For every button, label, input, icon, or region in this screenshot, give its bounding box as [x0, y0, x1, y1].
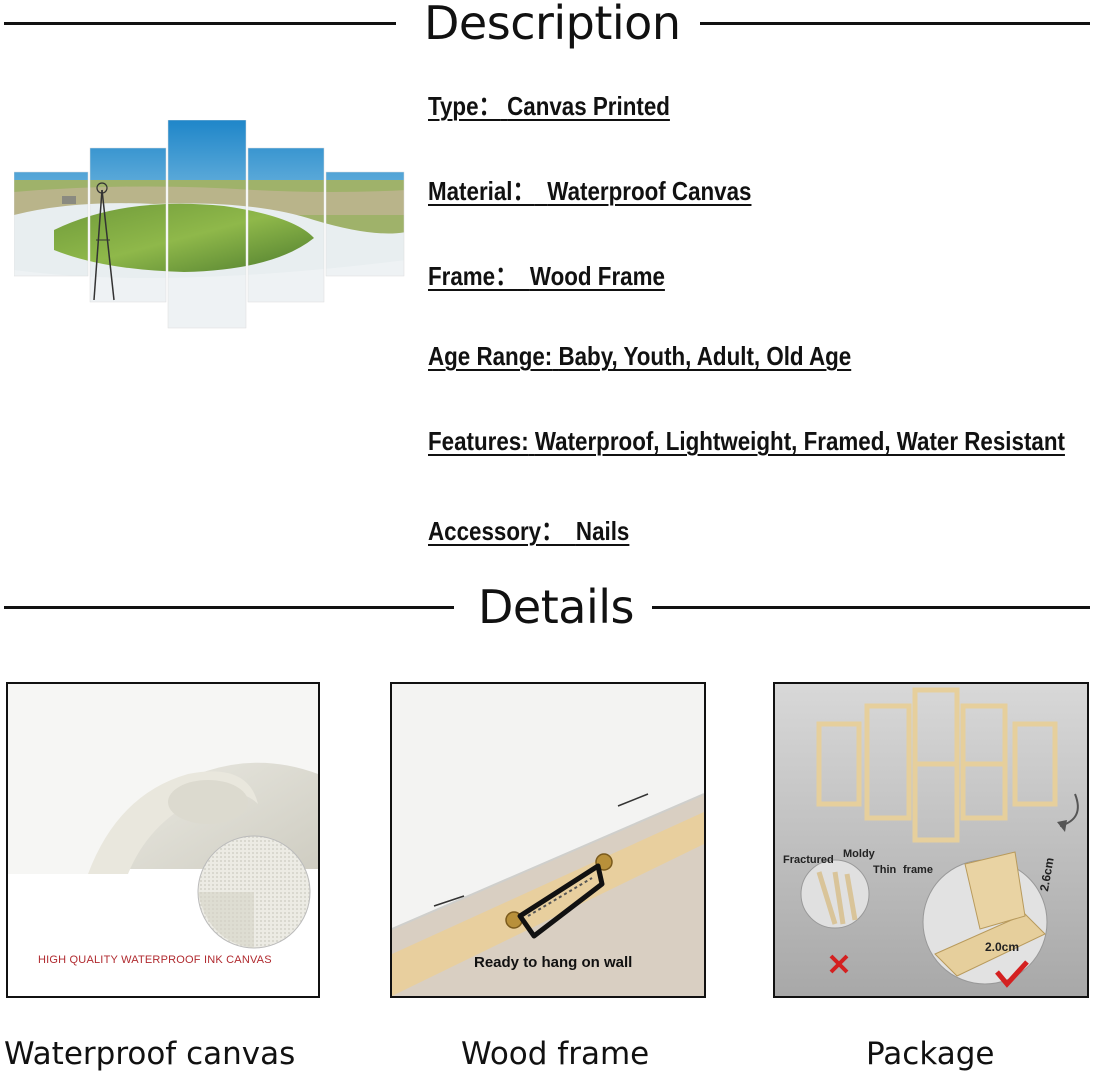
waterproof-canvas-overlay-text: HIGH QUALITY WATERPROOF INK CANVAS	[38, 954, 272, 966]
spec-accessory-value: Nails	[575, 516, 630, 546]
product-preview	[13, 119, 406, 330]
caption-wood-frame: Wood frame	[461, 1036, 650, 1072]
description-rule-right	[700, 22, 1090, 25]
package-label-thin: Thin	[873, 864, 897, 876]
package-label-fractured: Fractured	[783, 854, 834, 866]
details-rule-right	[652, 606, 1090, 609]
wood-frame-overlay-text: Ready to hang on wall	[474, 954, 633, 971]
spec-age-range: Age Range: Baby, Youth, Adult, Old Age	[428, 341, 851, 372]
sawtooth-hanger-icon	[505, 853, 613, 939]
spec-features: Features: Waterproof, Lightweight, Frame…	[428, 426, 1065, 457]
spec-age-range-label: Age Range:	[428, 341, 553, 371]
spec-material-value: Waterproof Canvas	[547, 176, 752, 206]
package-label-frame: frame	[903, 864, 933, 876]
package-dim-width: 2.0cm	[985, 940, 1020, 954]
spec-frame-label: Frame：	[428, 261, 518, 291]
spec-accessory: Accessory： Nails	[428, 511, 629, 548]
package-label-moldy: Moldy	[843, 848, 875, 860]
description-rule-left	[4, 22, 396, 25]
description-heading: Description	[424, 0, 681, 50]
spec-accessory-label: Accessory：	[428, 516, 564, 546]
frame-package-illustration	[775, 684, 1087, 996]
spec-type-label: Type：	[428, 91, 501, 121]
details-rule-left	[4, 606, 454, 609]
spec-frame: Frame： Wood Frame	[428, 256, 665, 293]
wood-frame-illustration	[392, 684, 704, 996]
spec-type-value: Canvas Printed	[507, 91, 670, 121]
details-heading: Details	[478, 580, 634, 634]
caption-package: Package	[866, 1036, 995, 1072]
spec-type: Type： Canvas Printed	[428, 86, 670, 123]
spec-features-value: Waterproof, Lightweight, Framed, Water R…	[534, 426, 1065, 456]
detail-package-image: Fractured Moldy Thin frame 2.6cm 2.0cm	[773, 682, 1089, 998]
canvas-roll-illustration	[8, 684, 318, 949]
spec-features-label: Features:	[428, 426, 529, 456]
caption-waterproof-canvas: Waterproof canvas	[4, 1036, 296, 1072]
detail-wood-frame-image: Ready to hang on wall	[390, 682, 706, 998]
detail-waterproof-canvas-image: HIGH QUALITY WATERPROOF INK CANVAS	[6, 682, 320, 998]
five-panel-canvas-image	[13, 119, 405, 329]
spec-material-label: Material：	[428, 176, 535, 206]
spec-frame-value: Wood Frame	[529, 261, 665, 291]
spec-material: Material： Waterproof Canvas	[428, 171, 751, 208]
spec-age-range-value: Baby, Youth, Adult, Old Age	[558, 341, 852, 371]
